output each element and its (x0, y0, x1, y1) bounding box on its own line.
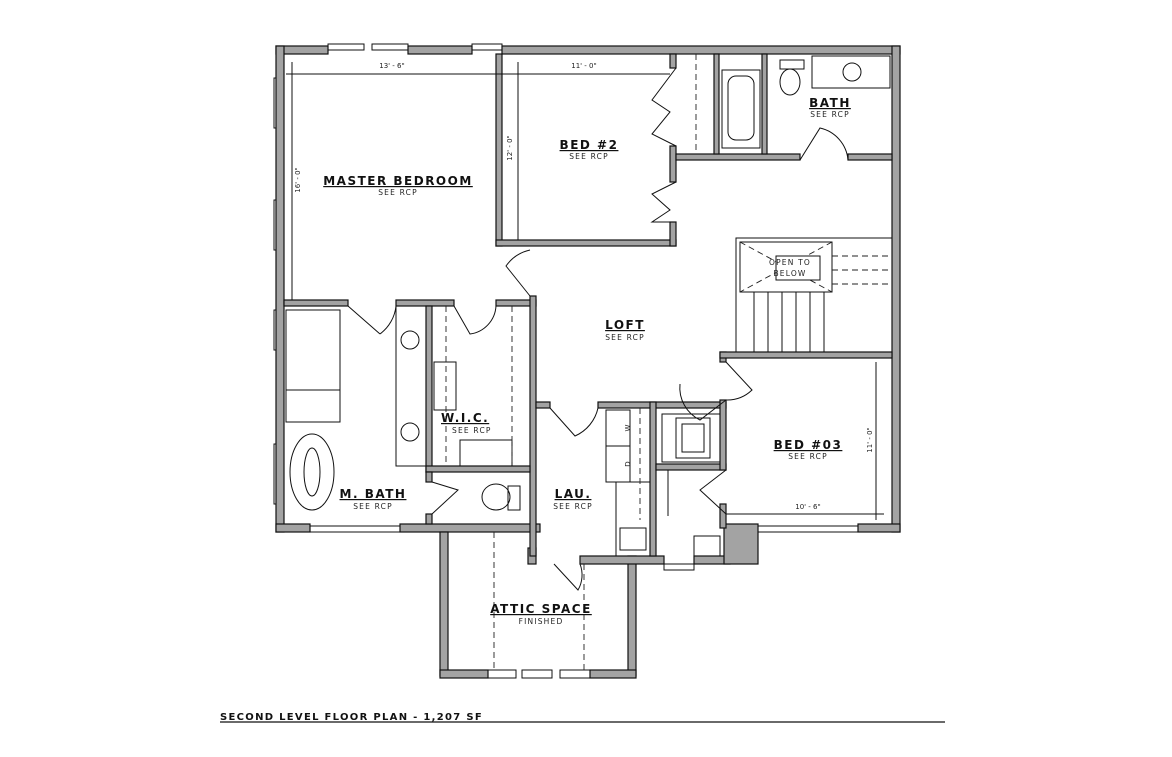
doors (347, 67, 849, 591)
room-master-bedroom: MASTER BEDROOM (323, 174, 473, 188)
room-attic-space-note: FINISHED (519, 617, 564, 626)
open-to-below-line1: OPEN TO (769, 258, 811, 267)
room-bed-03-note: SEE RCP (788, 452, 828, 461)
dim-master-width: 13' - 6" (379, 62, 404, 70)
dim-bed3-depth: 11' - 0" (866, 427, 874, 452)
room-loft-note: SEE RCP (605, 333, 645, 342)
room-laundry-note: SEE RCP (553, 502, 593, 511)
room-bed-2: BED #2 (560, 138, 619, 152)
room-master-bath-note: SEE RCP (353, 502, 393, 511)
dryer-label: D (624, 461, 632, 466)
dim-bed2-width: 11' - 0" (571, 62, 596, 70)
dim-master-depth: 16' - 0" (294, 167, 302, 192)
stair-opening (735, 237, 893, 353)
room-master-bath: M. BATH (340, 487, 407, 501)
room-bath: BATH (809, 96, 851, 110)
room-attic-space: ATTIC SPACE (490, 602, 592, 616)
room-bath-note: SEE RCP (810, 110, 850, 119)
open-to-below-line2: BELOW (773, 269, 806, 278)
dim-bed3-width: 10' - 6" (795, 503, 820, 511)
dimension-lines (286, 62, 884, 520)
room-wic: W.I.C. (441, 411, 489, 425)
interior-walls (283, 53, 893, 557)
exterior-walls (275, 45, 901, 679)
room-wic-note: SEE RCP (452, 426, 492, 435)
room-bed-03: BED #03 (774, 438, 843, 452)
room-loft: LOFT (605, 318, 645, 332)
washer-label: W (624, 424, 632, 431)
fixtures (285, 54, 891, 670)
room-bed-2-note: SEE RCP (569, 152, 609, 161)
dim-bed2-depth: 12' - 0" (506, 135, 514, 160)
room-master-bedroom-note: SEE RCP (378, 188, 418, 197)
room-laundry: LAU. (555, 487, 592, 501)
drawing-title: SECOND LEVEL FLOOR PLAN - 1,207 SF (220, 712, 483, 723)
